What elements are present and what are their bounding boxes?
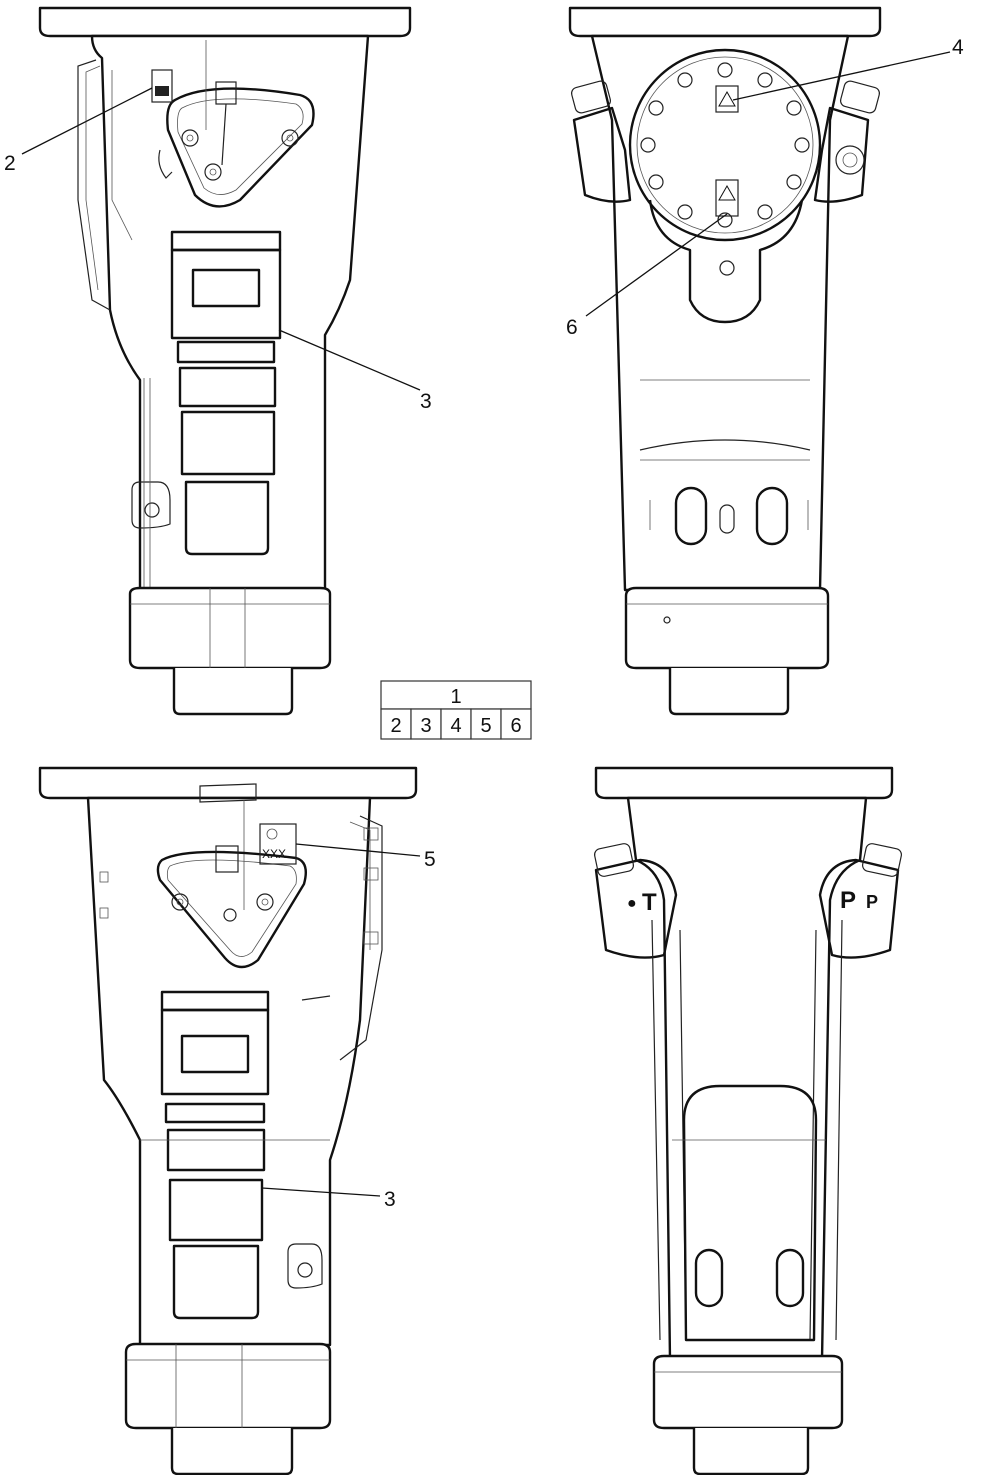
warning-icon xyxy=(718,184,736,201)
callouts: 2 3 4 5 6 3 xyxy=(4,36,964,1211)
breaker-side-view-top-left xyxy=(38,6,412,716)
callout-4: 4 xyxy=(952,36,964,59)
table-cell: 4 xyxy=(450,715,461,737)
pressure-port-label-small: P xyxy=(866,892,878,912)
front-head xyxy=(124,1342,332,1430)
pressure-port-boss xyxy=(818,858,900,959)
breaker-front-view-bottom-right: ● T P P xyxy=(593,766,903,1475)
breaker-side-view-bottom-left: XXX xyxy=(38,766,418,1475)
breaker-rear-view-top-right xyxy=(568,6,882,716)
valve-block xyxy=(156,850,307,969)
table-cell: 5 xyxy=(480,715,491,737)
mounting-plate xyxy=(568,6,882,38)
callout-2: 2 xyxy=(4,152,16,175)
valve-block xyxy=(166,87,315,208)
tank-port-boss xyxy=(594,858,678,959)
tank-drop-icon: ● xyxy=(627,895,637,912)
table-cell: 6 xyxy=(510,715,521,737)
mounting-plate xyxy=(594,766,894,800)
table-cell: 2 xyxy=(390,715,401,737)
pressure-port-label-large: P xyxy=(840,887,856,914)
level-mark-sticker-text: XXX xyxy=(262,847,286,861)
tool-chisel xyxy=(668,668,790,716)
callout-5: 5 xyxy=(424,848,436,871)
front-head xyxy=(128,586,332,670)
table-cell: 3 xyxy=(420,715,431,737)
breaker-housing xyxy=(590,34,850,592)
callout-3-top: 3 xyxy=(420,390,432,413)
table-header: 1 xyxy=(450,686,461,708)
front-head xyxy=(624,586,830,670)
tool-chisel xyxy=(692,1428,810,1475)
back-head-cap xyxy=(628,48,822,242)
breaker-housing xyxy=(90,34,370,592)
mounting-plate xyxy=(38,6,412,38)
tank-port-label: T xyxy=(642,889,657,916)
decal-set-table: 1 2 3 4 5 6 xyxy=(380,680,532,740)
tool-chisel xyxy=(172,668,294,716)
mounting-plate xyxy=(38,766,418,800)
callout-6: 6 xyxy=(566,316,578,339)
warning-icon xyxy=(718,90,736,107)
callout-3-bottom: 3 xyxy=(384,1188,396,1211)
breaker-housing xyxy=(626,796,868,1362)
front-head xyxy=(652,1354,844,1430)
tool-chisel xyxy=(170,1428,294,1475)
